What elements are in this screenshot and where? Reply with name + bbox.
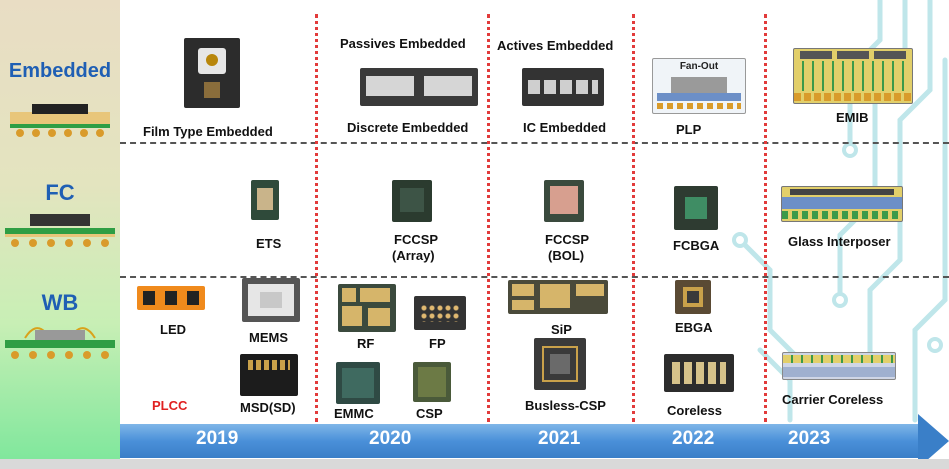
- year-2020: 2020: [369, 428, 412, 449]
- year-separator-2022: [632, 14, 635, 422]
- coreless-chip: [664, 354, 734, 392]
- film-type-embedded-label: Film Type Embedded: [143, 124, 273, 139]
- year-2023: 2023: [788, 428, 831, 449]
- year-2019: 2019: [196, 428, 239, 449]
- year-separator-2023: [764, 14, 767, 422]
- plp-fan-out-diagram: Fan-Out: [652, 58, 746, 114]
- ets-label: ETS: [256, 236, 282, 251]
- emmc-chip: [336, 362, 380, 404]
- fan-out-label: Fan-Out: [679, 61, 719, 72]
- discrete-embedded-chip: [360, 68, 478, 106]
- fcbga-chip: [674, 186, 718, 230]
- row-title-fc: FC: [45, 180, 75, 205]
- row-separator-bottom: [120, 276, 949, 278]
- fccsp-bol-label-line2: (BOL): [548, 248, 585, 263]
- mems-label: MEMS: [249, 330, 288, 345]
- ic-embedded-label: IC Embedded: [523, 120, 607, 135]
- ebga-chip: [675, 280, 711, 314]
- msd-label: MSD(SD): [240, 400, 296, 415]
- fp-chip: [414, 296, 466, 330]
- row-title-embedded: Embedded: [8, 60, 112, 82]
- fccsp-bol-label-line1: FCCSP: [545, 232, 590, 247]
- carrier-coreless-label: Carrier Coreless: [782, 392, 884, 407]
- emib-label: EMIB: [836, 110, 869, 125]
- csp-chip: [413, 362, 451, 402]
- fccsp-array-label-line1: FCCSP: [394, 232, 439, 247]
- emib-diagram: [793, 48, 913, 104]
- fcbga-label: FCBGA: [673, 238, 720, 253]
- plp-label: PLP: [676, 122, 702, 137]
- msd-chip: [240, 354, 298, 396]
- sip-label: SiP: [551, 322, 572, 337]
- bottom-strip: [0, 459, 949, 469]
- wb-package-sketch: [5, 327, 115, 359]
- glass-interposer-label: Glass Interposer: [788, 234, 891, 249]
- embedded-package-sketch: [10, 104, 110, 137]
- carrier-coreless-diagram: [782, 352, 896, 380]
- ic-embedded-chip: [522, 68, 604, 106]
- emmc-label: EMMC: [334, 406, 374, 421]
- rf-label: RF: [357, 336, 375, 351]
- year-separator-2021: [487, 14, 490, 422]
- row-title-wb: WB: [41, 290, 79, 315]
- busless-csp-label: Busless-CSP: [525, 398, 606, 413]
- passives-embedded-label: Passives Embedded: [340, 36, 466, 51]
- glass-interposer-diagram: [781, 186, 903, 222]
- row-separator-top: [120, 142, 949, 144]
- year-2022: 2022: [672, 428, 715, 449]
- timeline-arrow-head: [918, 414, 949, 468]
- fccsp-array-label-line2: (Array): [392, 248, 435, 263]
- ebga-label: EBGA: [675, 320, 713, 335]
- fccsp-bol-chip: [544, 180, 584, 222]
- fccsp-array-chip: [392, 180, 432, 222]
- actives-embedded-label: Actives Embedded: [497, 38, 614, 53]
- ets-chip: [251, 180, 279, 220]
- year-2021: 2021: [538, 428, 581, 449]
- sip-chip: [508, 280, 608, 314]
- busless-csp-chip: [534, 338, 586, 390]
- csp-label: CSP: [416, 406, 443, 421]
- fc-package-sketch: [5, 214, 115, 247]
- rf-chip: [338, 284, 396, 332]
- led-chip: [137, 286, 205, 310]
- coreless-label: Coreless: [667, 403, 722, 418]
- discrete-embedded-label: Discrete Embedded: [347, 120, 469, 135]
- fp-label: FP: [429, 336, 446, 351]
- year-separator-2020: [315, 14, 318, 422]
- film-type-embedded-chip: [184, 38, 240, 108]
- led-label: LED: [160, 322, 186, 337]
- timeline-bar: [120, 424, 920, 458]
- mems-chip: [242, 278, 300, 322]
- plcc-label: PLCC: [152, 398, 188, 413]
